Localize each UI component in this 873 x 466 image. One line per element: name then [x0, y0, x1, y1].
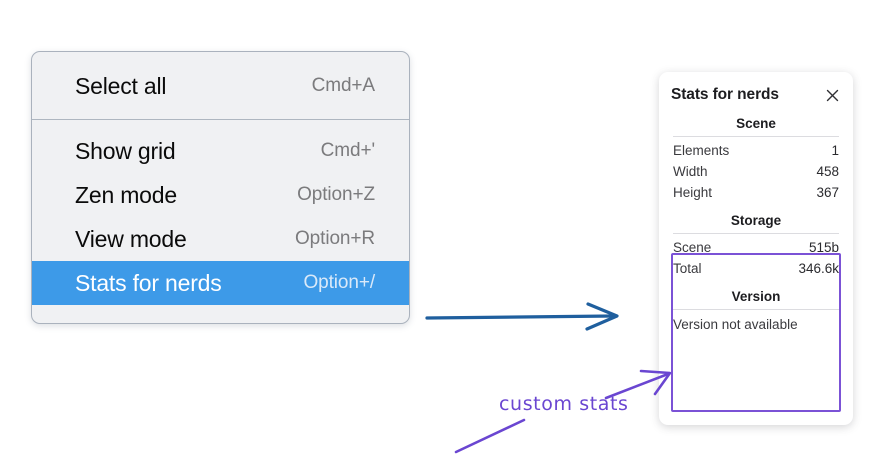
- annotation-underline-stroke-icon: [454, 418, 526, 454]
- stats-group-title: Version: [731, 289, 781, 304]
- menu-item-shortcut: Option+Z: [297, 184, 375, 205]
- context-menu[interactable]: Select all Cmd+A Show grid Cmd+' Zen mod…: [31, 51, 410, 324]
- menu-item-label: View mode: [75, 225, 187, 252]
- stats-group-rule: [673, 136, 839, 137]
- menu-section-bottom: Show grid Cmd+' Zen mode Option+Z View m…: [32, 120, 409, 323]
- stats-row-label: Height: [673, 185, 713, 200]
- stats-row-width: Width 458: [671, 161, 841, 182]
- menu-item-select-all[interactable]: Select all Cmd+A: [32, 64, 409, 108]
- stats-row-label: Total: [673, 261, 702, 276]
- menu-item-label: Zen mode: [75, 181, 177, 208]
- menu-item-stats-for-nerds[interactable]: Stats for nerds Option+/: [32, 261, 409, 305]
- menu-item-label: Stats for nerds: [75, 269, 222, 296]
- stats-version-note: Version not available: [673, 317, 798, 332]
- menu-item-show-grid[interactable]: Show grid Cmd+': [32, 129, 409, 173]
- stats-group-scene: Scene Elements 1 Width 458 Height 367: [671, 106, 841, 203]
- stats-row-height: Height 367: [671, 182, 841, 203]
- close-icon[interactable]: [823, 86, 841, 104]
- stats-row-value: 458: [816, 164, 839, 179]
- stats-row-label: Elements: [673, 143, 730, 158]
- stats-row-label: Width: [673, 164, 708, 179]
- stats-row-value: 346.6k: [798, 261, 839, 276]
- stats-group-rule: [673, 233, 839, 234]
- stats-panel-header: Stats for nerds: [671, 72, 841, 106]
- menu-item-shortcut: Option+R: [295, 228, 375, 249]
- menu-item-label: Show grid: [75, 137, 176, 164]
- menu-item-label: Select all: [75, 72, 167, 99]
- stats-group-storage: Storage Scene 515b Total 346.6k: [671, 203, 841, 279]
- stats-group-title: Scene: [736, 116, 776, 131]
- stats-panel-title: Stats for nerds: [671, 86, 779, 103]
- annotation-label-custom-stats: custom stats: [499, 393, 629, 415]
- menu-item-shortcut: Option+/: [303, 272, 375, 293]
- stats-group-version: Version Version not available: [671, 279, 841, 336]
- menu-bottom-padding: [32, 305, 409, 323]
- menu-item-shortcut: Cmd+': [320, 140, 375, 161]
- menu-item-shortcut: Cmd+A: [311, 75, 375, 96]
- stats-row-storage-scene: Scene 515b: [671, 237, 841, 258]
- stats-group-title: Storage: [730, 213, 782, 228]
- stats-row-value: 1: [831, 143, 839, 158]
- stats-row-label: Scene: [673, 240, 712, 255]
- menu-divider: [32, 119, 409, 120]
- stats-row-value: 367: [816, 185, 839, 200]
- menu-item-view-mode[interactable]: View mode Option+R: [32, 217, 409, 261]
- stats-row-storage-total: Total 346.6k: [671, 258, 841, 279]
- flow-arrow-icon: [425, 302, 619, 331]
- menu-section-top: Select all Cmd+A: [32, 52, 409, 119]
- menu-item-zen-mode[interactable]: Zen mode Option+Z: [32, 173, 409, 217]
- stats-row-value: 515b: [808, 240, 839, 255]
- stats-row-elements: Elements 1: [671, 140, 841, 161]
- stats-group-rule: [673, 309, 839, 310]
- stats-for-nerds-panel[interactable]: Stats for nerds Scene Elements 1 Width 4…: [659, 72, 853, 425]
